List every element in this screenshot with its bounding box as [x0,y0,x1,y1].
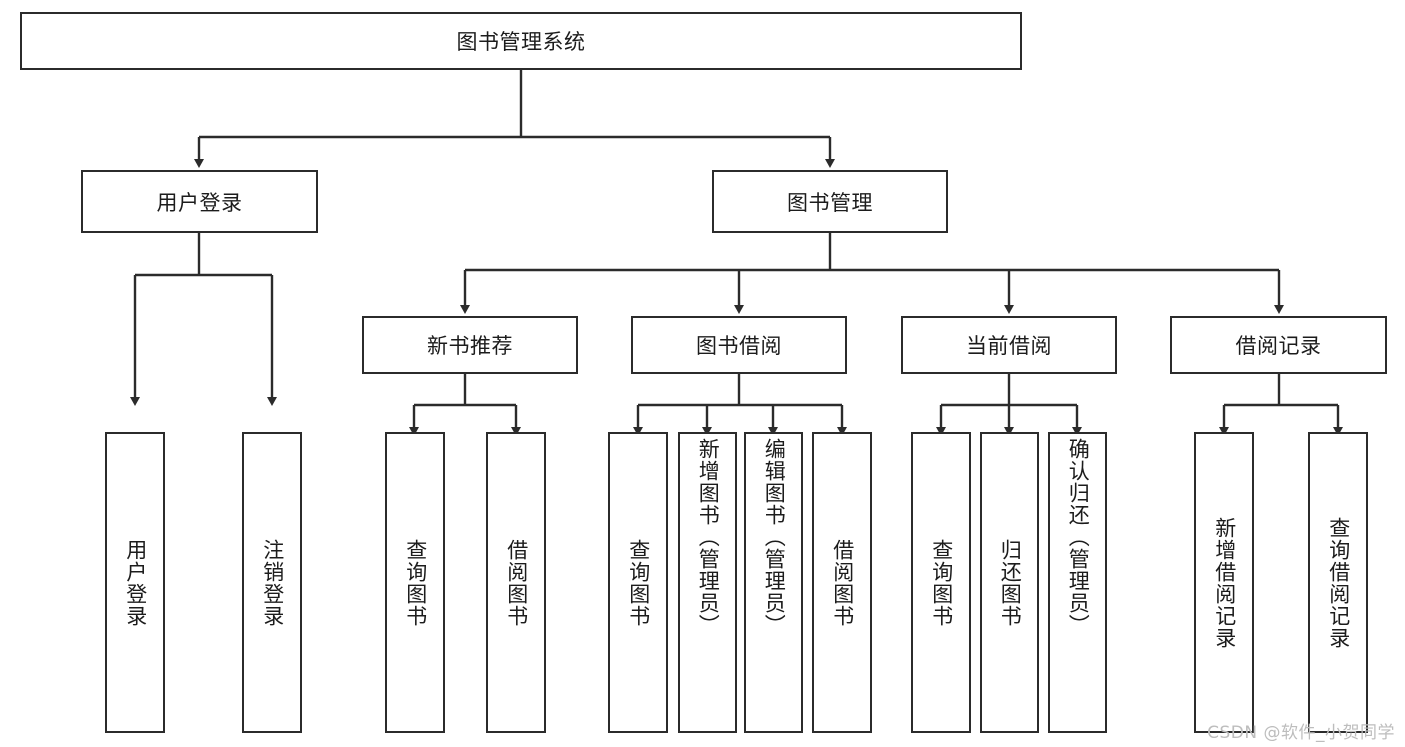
node-book-management-label: 图书管理 [787,190,873,215]
node-borrow-record[interactable]: 借阅记录 [1170,316,1387,374]
node-leaf-user-login[interactable]: 用户登录 [105,432,165,733]
node-new-book-recommend-label: 新书推荐 [427,334,513,358]
node-leaf-query-book-1-label: 查询图书 [403,538,428,627]
node-root-label: 图书管理系统 [456,30,586,54]
node-leaf-borrow-book-1[interactable]: 借阅图书 [486,432,546,733]
node-book-borrow-label: 图书借阅 [696,334,782,358]
node-user-login[interactable]: 用户登录 [81,170,318,233]
node-leaf-query-record-label: 查询借阅记录 [1326,516,1351,649]
node-user-login-label: 用户登录 [156,190,243,215]
node-leaf-logout-login-label: 注销登录 [260,538,285,627]
node-leaf-query-book-3-label: 查询图书 [929,538,954,627]
node-leaf-add-book-label: 新增图书（管理员） [696,438,721,636]
node-leaf-borrow-book-2-label: 借阅图书 [830,538,855,627]
node-leaf-query-book-2-label: 查询图书 [626,538,651,627]
node-leaf-query-book-1[interactable]: 查询图书 [385,432,445,733]
node-leaf-borrow-book-1-label: 借阅图书 [504,538,529,627]
node-current-borrow-label: 当前借阅 [966,334,1052,358]
node-leaf-add-record-label: 新增借阅记录 [1212,516,1237,649]
node-book-borrow[interactable]: 图书借阅 [631,316,847,374]
node-current-borrow[interactable]: 当前借阅 [901,316,1117,374]
node-leaf-return-book[interactable]: 归还图书 [980,432,1039,733]
node-leaf-confirm-return[interactable]: 确认归还（管理员） [1048,432,1107,733]
node-borrow-record-label: 借阅记录 [1235,334,1322,358]
node-leaf-query-book-2[interactable]: 查询图书 [608,432,668,733]
node-root[interactable]: 图书管理系统 [20,12,1022,70]
node-leaf-user-login-label: 用户登录 [123,538,148,627]
node-leaf-return-book-label: 归还图书 [998,538,1023,627]
node-leaf-confirm-return-label: 确认归还（管理员） [1066,438,1091,636]
node-leaf-borrow-book-2[interactable]: 借阅图书 [812,432,872,733]
node-leaf-logout-login[interactable]: 注销登录 [242,432,302,733]
node-leaf-query-record[interactable]: 查询借阅记录 [1308,432,1368,733]
node-leaf-edit-book[interactable]: 编辑图书（管理员） [744,432,803,733]
node-new-book-recommend[interactable]: 新书推荐 [362,316,578,374]
node-book-management[interactable]: 图书管理 [712,170,948,233]
csdn-watermark: CSDN @软件_小贺同学 [1207,723,1395,743]
node-leaf-add-book[interactable]: 新增图书（管理员） [678,432,737,733]
node-leaf-edit-book-label: 编辑图书（管理员） [762,438,787,636]
node-leaf-add-record[interactable]: 新增借阅记录 [1194,432,1254,733]
node-leaf-query-book-3[interactable]: 查询图书 [911,432,971,733]
